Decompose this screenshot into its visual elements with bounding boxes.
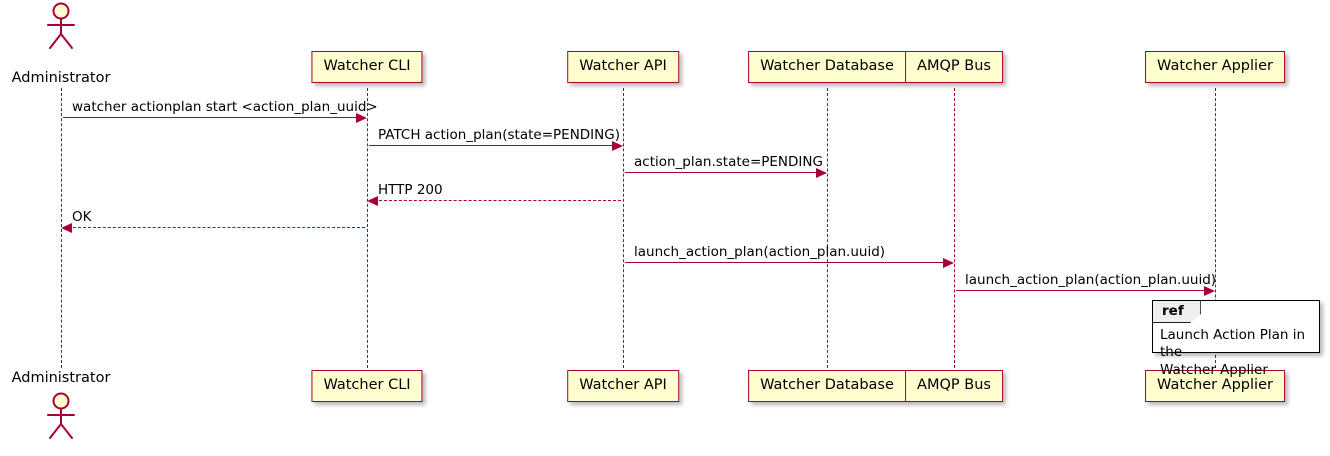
message-line-6 [625, 262, 952, 263]
message-label-7: launch_action_plan(action_plan.uuid) [965, 272, 1217, 288]
actor-label-administrator-bottom: Administrator [11, 370, 111, 386]
participant-box-amqp-bus-bottom[interactable]: AMQP Bus [905, 370, 1003, 402]
message-arrowhead-5 [61, 222, 72, 233]
message-line-1 [63, 117, 365, 118]
participant-box-watcher-database-top[interactable]: Watcher Database [748, 51, 906, 83]
message-label-3: action_plan.state=PENDING [634, 154, 823, 170]
participant-box-amqp-bus-top[interactable]: AMQP Bus [905, 51, 1003, 83]
message-label-6: launch_action_plan(action_plan.uuid) [634, 244, 886, 260]
participant-box-watcher-applier-top[interactable]: Watcher Applier [1145, 51, 1285, 83]
message-arrowhead-1 [356, 112, 367, 123]
participant-box-watcher-cli-top[interactable]: Watcher CLI [311, 51, 423, 83]
actor-administrator-top [42, 2, 80, 54]
participant-box-watcher-api-bottom[interactable]: Watcher API [567, 370, 679, 402]
message-line-2 [369, 145, 621, 146]
participant-box-watcher-cli-bottom[interactable]: Watcher CLI [311, 370, 423, 402]
message-line-5 [63, 227, 365, 228]
participant-box-watcher-applier-bottom[interactable]: Watcher Applier [1145, 370, 1285, 402]
message-label-2: PATCH action_plan(state=PENDING) [378, 127, 620, 143]
message-arrowhead-4 [367, 195, 378, 206]
lifeline-watcher-applier [1215, 88, 1216, 368]
message-label-4: HTTP 200 [378, 182, 443, 198]
lifeline-watcher-api [623, 88, 624, 368]
message-arrowhead-6 [943, 257, 954, 268]
message-label-1: watcher actionplan start <action_plan_uu… [72, 99, 378, 115]
lifeline-amqp-bus [954, 88, 955, 368]
message-line-4 [369, 200, 621, 201]
message-arrowhead-3 [816, 167, 827, 178]
participant-box-watcher-database-bottom[interactable]: Watcher Database [748, 370, 906, 402]
message-arrowhead-7 [1204, 285, 1215, 296]
fragment-operator-label: ref [1153, 301, 1201, 323]
actor-label-administrator-top: Administrator [11, 70, 111, 86]
lifeline-watcher-database [827, 88, 828, 368]
lifeline-watcher-cli [367, 88, 368, 368]
message-line-7 [956, 290, 1213, 291]
actor-administrator-bottom [42, 392, 80, 444]
fragment-body-text: Launch Action Plan in the Watcher Applie… [1160, 327, 1306, 378]
participant-box-watcher-api-top[interactable]: Watcher API [567, 51, 679, 83]
message-label-5: OK [72, 209, 92, 225]
message-line-3 [625, 172, 825, 173]
message-arrowhead-2 [612, 140, 623, 151]
